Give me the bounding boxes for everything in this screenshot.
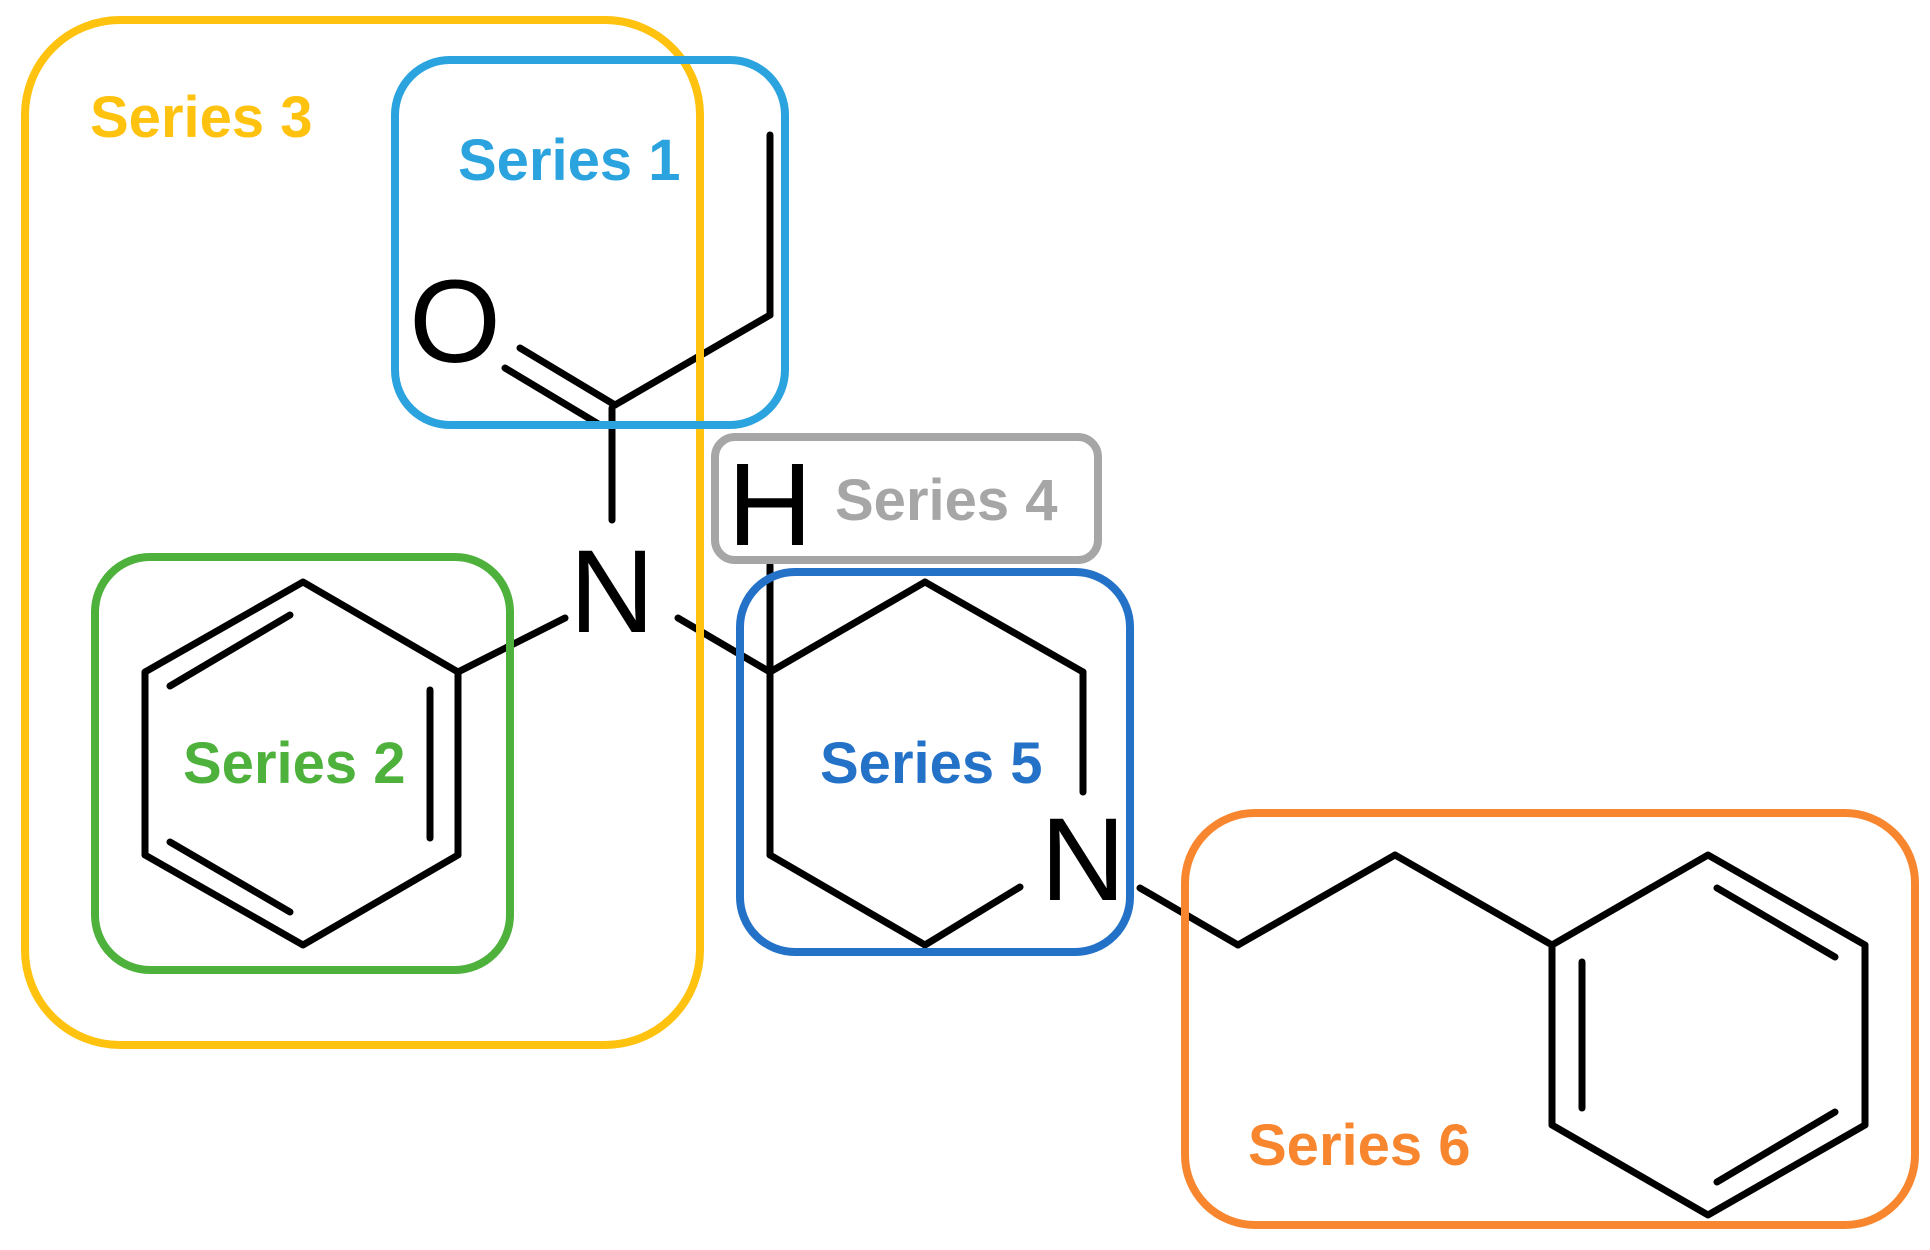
bond-chain-1	[1234, 851, 1399, 949]
series-5-box	[736, 568, 1134, 956]
series-2-box	[91, 553, 514, 974]
phenyl-inner-bond-3	[166, 838, 294, 916]
bond-chain-2	[1391, 851, 1556, 949]
atom-labels: O N H N	[409, 256, 1126, 926]
series-5-label: Series 5	[820, 731, 1043, 796]
oxygen-atom: O	[409, 256, 501, 388]
piperidine-nitrogen-atom: N	[1040, 794, 1125, 926]
terminal-phenyl-inner-bond-2	[1713, 1108, 1839, 1186]
series-6-box	[1181, 809, 1919, 1229]
phenyl-ring	[141, 578, 462, 949]
series-3-box	[21, 16, 704, 1049]
series-1-label: Series 1	[458, 128, 681, 193]
series-boxes	[21, 16, 1919, 1229]
series-4-label: Series 4	[835, 468, 1058, 533]
series-1-box	[391, 56, 789, 429]
bond-carbonyl-double-a	[516, 344, 619, 409]
series-3-label: Series 3	[90, 85, 313, 150]
terminal-phenyl-ring	[1548, 851, 1869, 1219]
series-4-box	[711, 433, 1102, 564]
piperidine-bond-2	[921, 578, 1087, 676]
terminal-phenyl-inner-bond-1	[1713, 884, 1839, 961]
piperidine-bond-1	[766, 578, 929, 676]
hydrogen-atom: H	[727, 439, 812, 571]
piperidine-bond-5	[766, 851, 929, 949]
series-labels: Series 3 Series 1 Series 4 Series 2 Seri…	[90, 85, 1471, 1178]
bond-carbonyl-double-b	[501, 364, 604, 429]
molecule-bonds	[141, 131, 1869, 1219]
bond-ethyl-to-carbonyl	[611, 311, 774, 409]
phenyl-inner-bond-2	[166, 611, 294, 690]
series-2-label: Series 2	[183, 731, 406, 796]
piperidine-bond-4	[921, 883, 1024, 949]
series-6-label: Series 6	[1248, 1113, 1471, 1178]
amide-nitrogen-atom: N	[569, 526, 654, 658]
bond-amide-n-to-piperidine	[674, 614, 774, 676]
